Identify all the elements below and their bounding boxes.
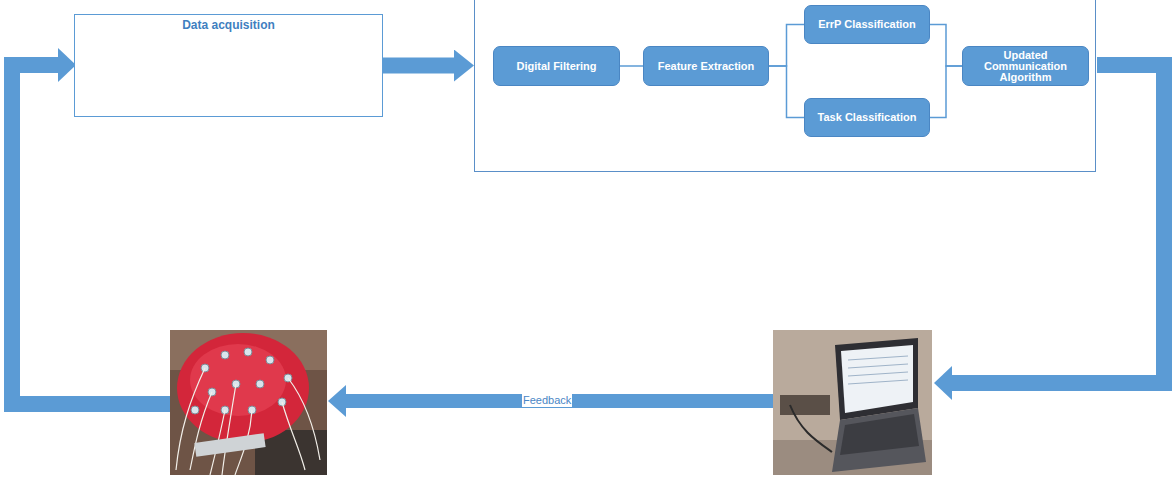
node-text: ErrP Classification [814,19,920,30]
node-text: Updated Communication Algorithm [963,50,1088,83]
processing-frame: Digital Filtering Feature Extraction ErrP … [474,0,1096,172]
flow-arrow [383,58,454,74]
process-box: Updated Communication Algorithm [962,46,1089,86]
node-text: Digital Filtering [512,61,600,72]
connector-line [769,25,804,67]
connector-line [930,66,962,118]
node-text: Feature Extraction [654,61,759,72]
connector-line [769,66,804,118]
laptop-photo [773,330,932,475]
node-text: Data acquisition [75,18,382,32]
acquisition-box: Data acquisition [74,14,383,117]
eeg-cap-photo [170,330,327,475]
connector-line [930,25,962,67]
process-box: Digital Filtering [493,46,620,86]
process-box: Feature Extraction [643,46,769,86]
arrow-label: Feedback [522,394,572,407]
output-arrow [934,65,1164,400]
node-text: Task Classification [814,112,921,123]
process-box: Task Classification [804,98,930,137]
feedback-arrow [328,385,773,417]
connector-line [620,65,643,67]
process-box: ErrP Classification [804,5,930,44]
